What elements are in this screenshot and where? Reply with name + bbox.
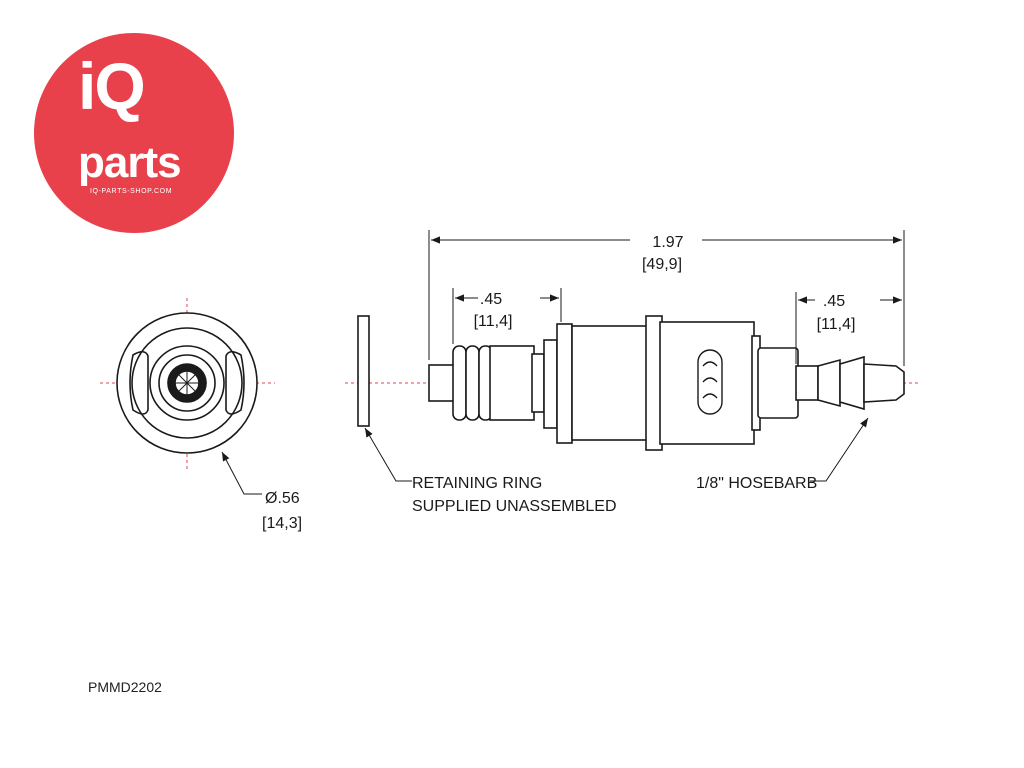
hosebarb-barb-1 [817,358,841,408]
end-view-valve-spokes [175,371,199,395]
coupling-body-left [571,325,649,441]
coupling-nose [428,364,456,402]
diameter-label: Ø.56 [265,490,300,507]
left-length-dimension [452,288,562,344]
iq-parts-logo: iQ parts IQ-PARTS-SHOP.COM [34,33,234,233]
end-view-ring-3 [158,354,216,412]
hosebarb-tip [863,363,905,403]
diameter-mm-label: [14,3] [262,515,302,532]
hosebarb-neck [795,365,819,401]
hosebarb-barb-2 [839,355,865,411]
retaining-ring-note: SUPPLIED UNASSEMBLED [412,498,617,515]
right-length-label: .45 [823,293,845,310]
retaining-ring [357,315,370,427]
coupling-groove [531,353,545,413]
cpc-emblem-icon [697,349,723,415]
coupling-side-view [428,315,905,451]
overall-length-mm-label: [49,9] [642,256,682,273]
diameter-leader [221,451,262,495]
end-view-ring-2 [149,345,225,421]
overall-dimension [428,230,905,366]
left-length-label: .45 [480,291,502,308]
retaining-ring-leader [364,427,412,482]
hosebarb-label: 1/8" HOSEBARB [696,475,817,492]
retaining-ring-label: RETAINING RING [412,475,542,492]
hosebarb-leader [810,417,869,482]
coupling-flange [556,323,573,444]
coupling-collar [543,339,558,429]
logo-url-text: IQ-PARTS-SHOP.COM [90,188,173,195]
coupling-stem [489,345,535,421]
end-view [116,312,258,454]
logo-primary-text: iQ [78,49,146,123]
overall-length-label: 1.97 [652,234,683,251]
part-number: PMMD2202 [88,679,162,695]
logo-secondary-text: parts [78,138,182,187]
coupling-tail [757,347,799,419]
coupling-body-right [659,321,755,445]
coupling-oring-2 [465,345,480,421]
coupling-oring-1 [452,345,467,421]
right-length-dimension [795,292,902,364]
end-view-ring-1 [131,327,243,439]
left-length-mm-label: [11,4] [474,313,513,330]
right-length-mm-label: [11,4] [817,316,856,333]
